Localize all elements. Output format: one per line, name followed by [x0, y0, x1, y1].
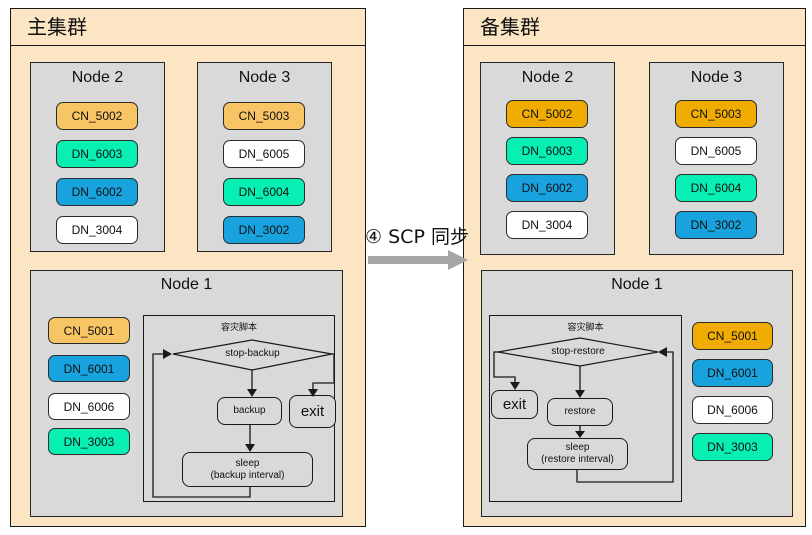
primary-node2-label: Node 2	[71, 69, 124, 86]
standby-script-title: 容灾脚本	[567, 322, 604, 332]
sleep-interval-label: (backup interval)	[210, 469, 285, 481]
standby-cluster-title: 备集群	[464, 9, 805, 46]
component-badge: CN_5003	[675, 100, 757, 128]
standby-sleep-box: sleep (restore interval)	[527, 438, 628, 470]
component-badge: DN_6003	[506, 137, 588, 165]
component-badge: CN_5001	[48, 317, 130, 344]
sleep-label: sleep	[235, 457, 260, 469]
scp-sync-arrow	[368, 250, 468, 270]
component-badge: CN_5003	[223, 102, 305, 130]
component-badge: DN_3004	[56, 216, 138, 244]
standby-node3-label: Node 3	[690, 69, 743, 86]
component-badge: DN_6003	[56, 140, 138, 168]
standby-restore-box: restore	[547, 398, 613, 426]
component-badge: CN_5002	[506, 100, 588, 128]
sleep-interval-label: (restore interval)	[541, 454, 614, 465]
primary-node3-label: Node 3	[238, 69, 291, 86]
sleep-label: sleep	[565, 442, 590, 453]
component-badge: DN_3002	[223, 216, 305, 244]
scp-sync-label: ④ SCP 同步	[365, 226, 469, 248]
component-badge: DN_6006	[692, 396, 773, 424]
component-badge: DN_3003	[692, 433, 773, 461]
component-badge: DN_6002	[506, 174, 588, 202]
component-badge: DN_6004	[675, 174, 757, 202]
component-badge: DN_6001	[48, 355, 130, 382]
component-badge: CN_5002	[56, 102, 138, 130]
standby-decision-label: stop-restore	[551, 346, 605, 357]
standby-node1-label: Node 1	[611, 276, 663, 293]
component-badge: DN_3004	[506, 211, 588, 239]
component-badge: DN_6006	[48, 393, 130, 420]
component-badge: CN_5001	[692, 322, 773, 350]
primary-exit-box: exit	[289, 395, 336, 428]
component-badge: DN_6005	[675, 137, 757, 165]
primary-decision-label: stop-backup	[225, 348, 280, 359]
component-badge: DN_6005	[223, 140, 305, 168]
component-badge: DN_6002	[56, 178, 138, 206]
primary-sleep-box: sleep (backup interval)	[182, 452, 313, 487]
primary-node1-label: Node 1	[160, 276, 213, 293]
primary-backup-box: backup	[217, 397, 282, 425]
primary-script-title: 容灾脚本	[220, 322, 257, 332]
standby-node2-label: Node 2	[521, 69, 574, 86]
primary-cluster-title: 主集群	[11, 9, 365, 46]
component-badge: DN_6004	[223, 178, 305, 206]
standby-exit-box: exit	[491, 390, 538, 419]
component-badge: DN_3002	[675, 211, 757, 239]
component-badge: DN_6001	[692, 359, 773, 387]
component-badge: DN_3003	[48, 428, 130, 455]
